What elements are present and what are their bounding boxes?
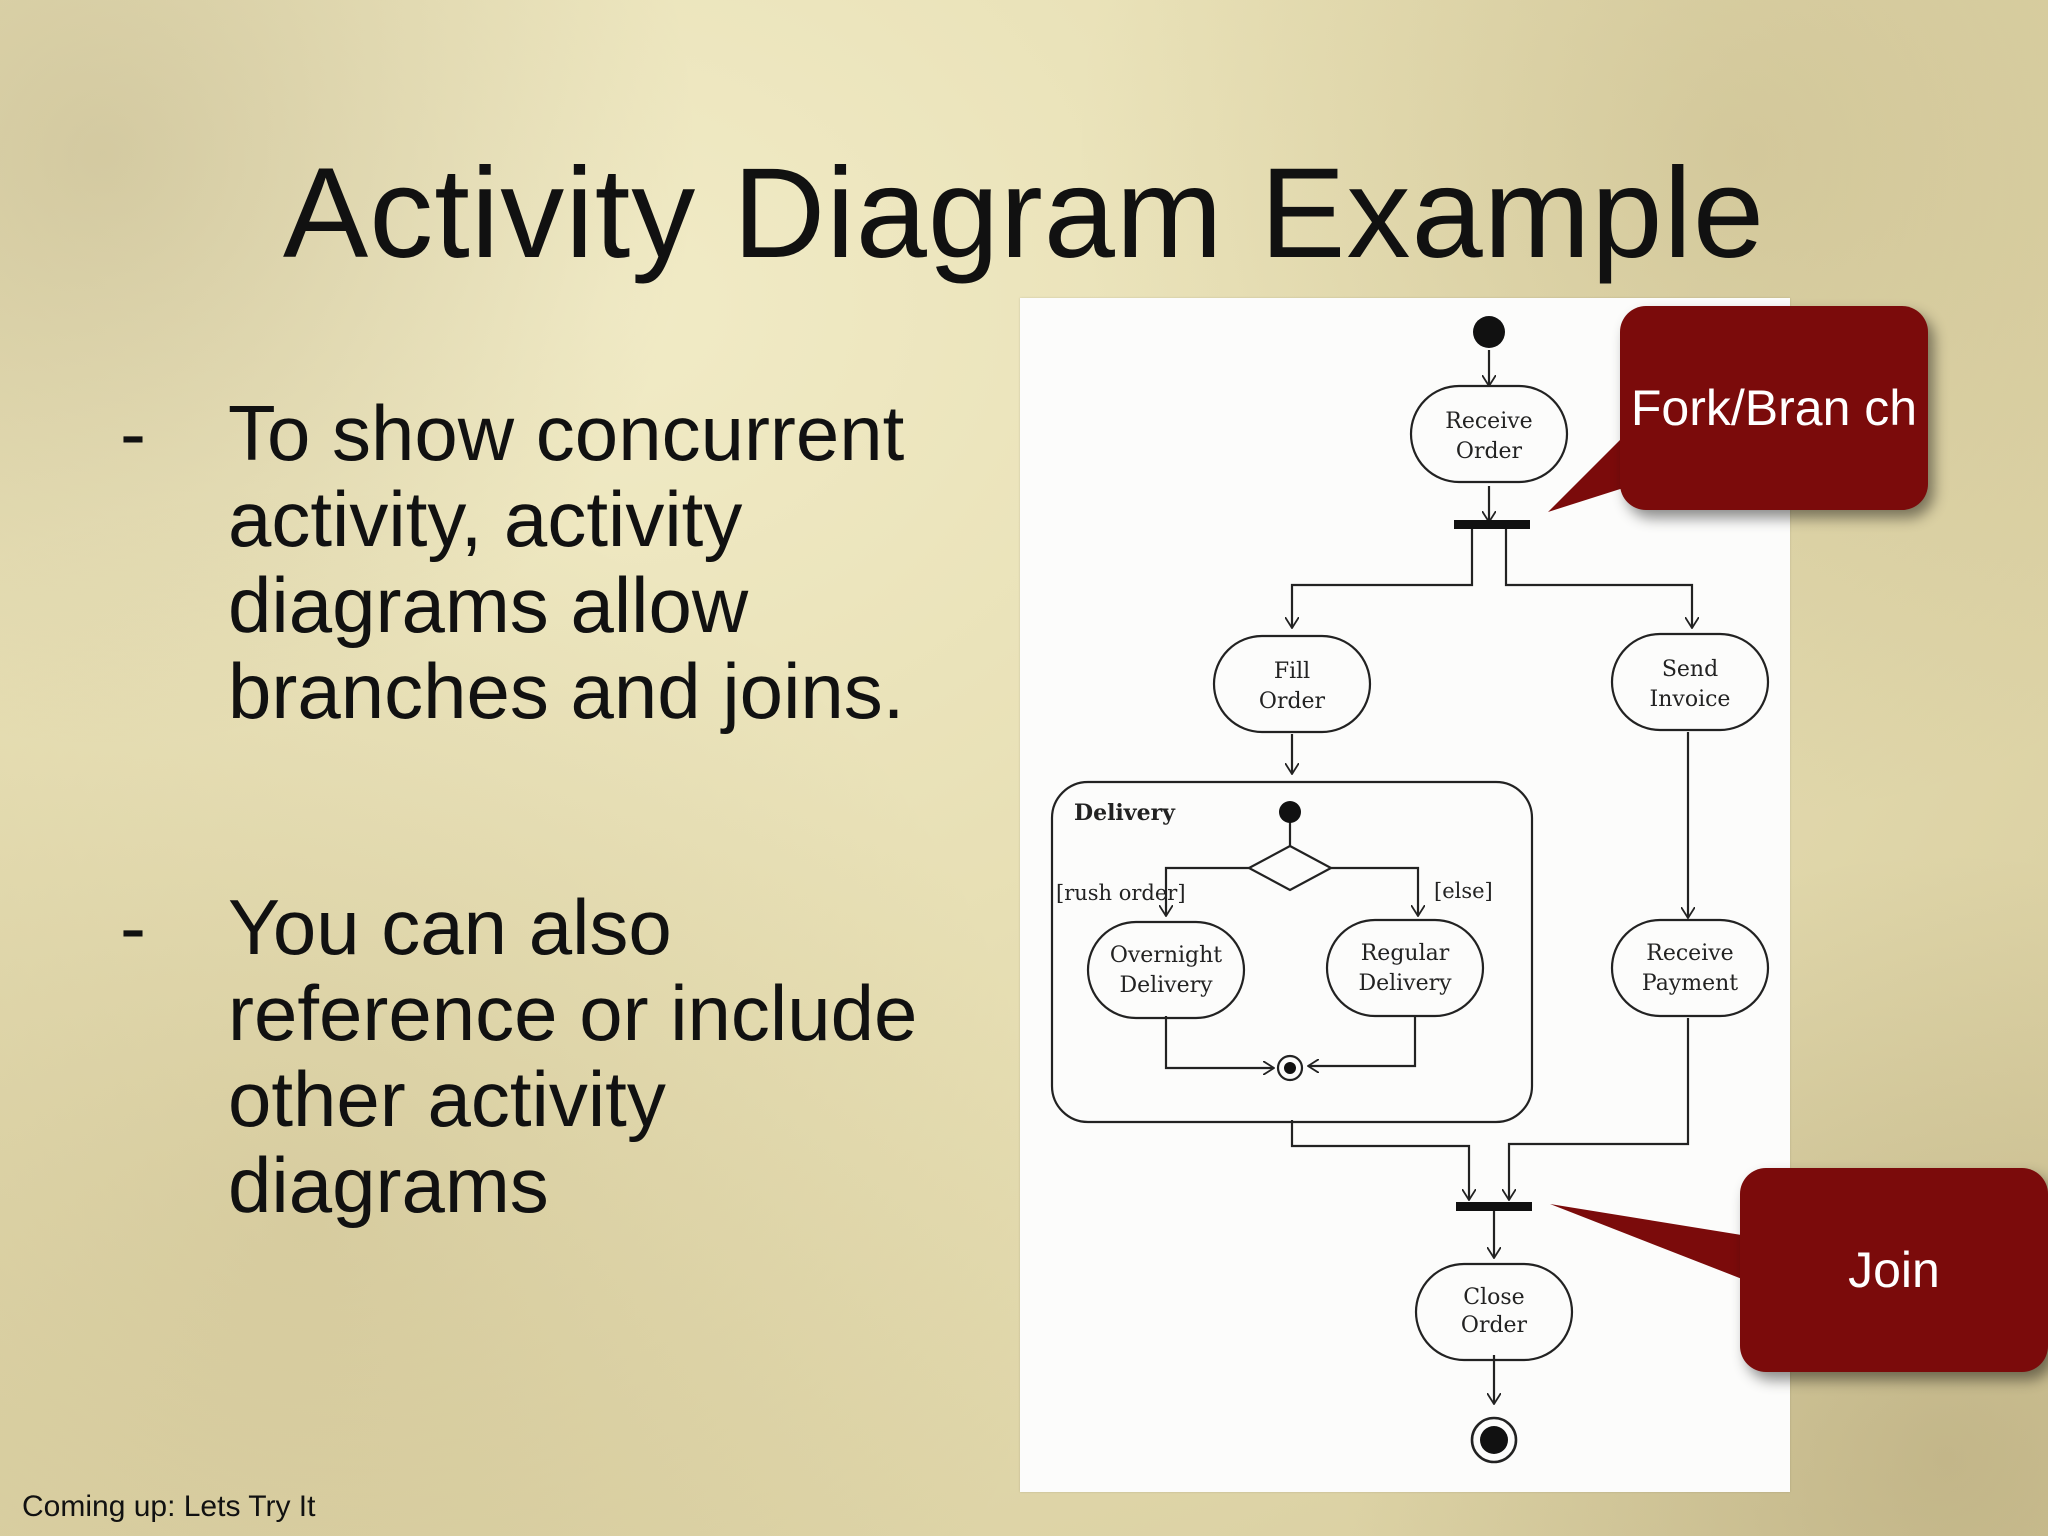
node-regular-delivery-l2: Delivery — [1358, 971, 1452, 996]
bullet-item: - You can also reference or include othe… — [120, 884, 940, 1228]
node-receive-payment-l1: Receive — [1646, 941, 1733, 966]
node-receive-order-l1: Receive — [1445, 409, 1532, 434]
slide-title: Activity Diagram Example — [282, 142, 1766, 285]
node-receive-order-l2: Order — [1456, 439, 1523, 464]
node-close-order-l1: Close — [1463, 1285, 1524, 1310]
bullet-text: You can also reference or include other … — [228, 883, 918, 1229]
guard-rush-order: [rush order] — [1056, 881, 1186, 905]
node-regular-delivery-l1: Regular — [1361, 941, 1450, 966]
bullet-list: - To show concurrent activity, activity … — [120, 390, 940, 1228]
node-fill-order-l1: Fill — [1274, 659, 1310, 684]
callout-join: Join — [1740, 1168, 2048, 1372]
node-overnight-delivery-l1: Overnight — [1110, 943, 1222, 968]
node-send-invoice-l1: Send — [1662, 657, 1718, 682]
guard-else: [else] — [1434, 879, 1493, 903]
bullet-text: To show concurrent activity, activity di… — [228, 389, 905, 735]
bullet-marker: - — [120, 389, 146, 477]
subactivity-label: Delivery — [1074, 800, 1176, 826]
bullet-item: - To show concurrent activity, activity … — [120, 390, 940, 734]
node-send-invoice-l2: Invoice — [1650, 687, 1731, 712]
node-fill-order-l2: Order — [1259, 689, 1326, 714]
footer-text: Coming up: Lets Try It — [22, 1490, 316, 1523]
bullet-marker: - — [120, 883, 146, 971]
node-close-order-l2: Order — [1461, 1313, 1528, 1338]
node-receive-payment-l2: Payment — [1642, 971, 1738, 996]
callout-fork-branch: Fork/Bran ch — [1620, 306, 1928, 510]
node-overnight-delivery-l2: Delivery — [1119, 973, 1213, 998]
